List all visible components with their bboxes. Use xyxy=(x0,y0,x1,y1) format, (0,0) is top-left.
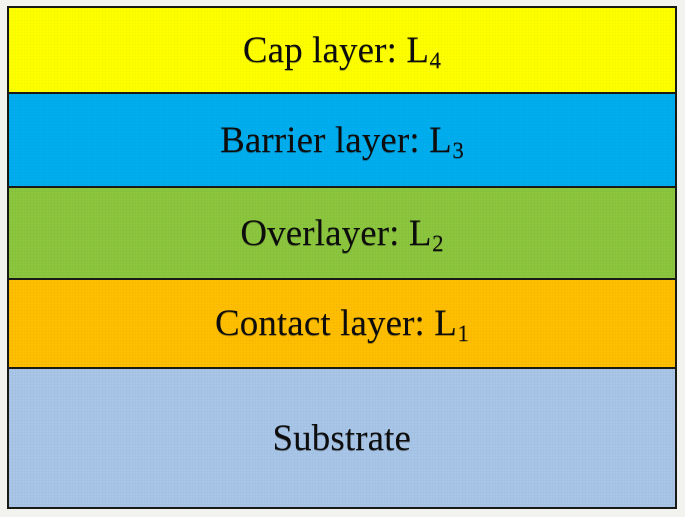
layer-contact-layer-label-subscript: 1 xyxy=(457,321,470,347)
layer-overlayer: Overlayer: L2 xyxy=(9,188,675,280)
layer-barrier-layer-label: Barrier layer: L3 xyxy=(220,119,464,162)
layer-overlayer-label-text: Overlayer: L xyxy=(240,212,432,254)
layer-barrier-layer-label-subscript: 3 xyxy=(452,137,464,163)
layer-substrate-label-text: Substrate xyxy=(272,417,412,459)
layer-substrate: Substrate xyxy=(9,369,675,507)
layer-overlayer-label-subscript: 2 xyxy=(432,230,444,256)
layer-cap-layer: Cap layer: L4 xyxy=(9,8,675,94)
layer-overlayer-label: Overlayer: L2 xyxy=(240,212,443,255)
layer-barrier-layer: Barrier layer: L3 xyxy=(9,94,675,188)
layer-stack: Cap layer: L4 Barrier layer: L3 Overlaye… xyxy=(7,6,677,509)
layer-contact-layer-label-text: Contact layer: L xyxy=(214,303,457,344)
layer-barrier-layer-label-text: Barrier layer: L xyxy=(220,119,452,161)
layer-cap-layer-label-subscript: 4 xyxy=(429,47,442,73)
layer-substrate-label-subscript xyxy=(411,436,412,461)
layer-cap-layer-label: Cap layer: L4 xyxy=(242,29,441,72)
layer-substrate-label: Substrate xyxy=(272,420,411,457)
layer-cap-layer-label-text: Cap layer: L xyxy=(242,29,430,71)
layer-contact-layer: Contact layer: L1 xyxy=(9,280,675,369)
layer-contact-layer-label: Contact layer: L1 xyxy=(214,303,469,345)
